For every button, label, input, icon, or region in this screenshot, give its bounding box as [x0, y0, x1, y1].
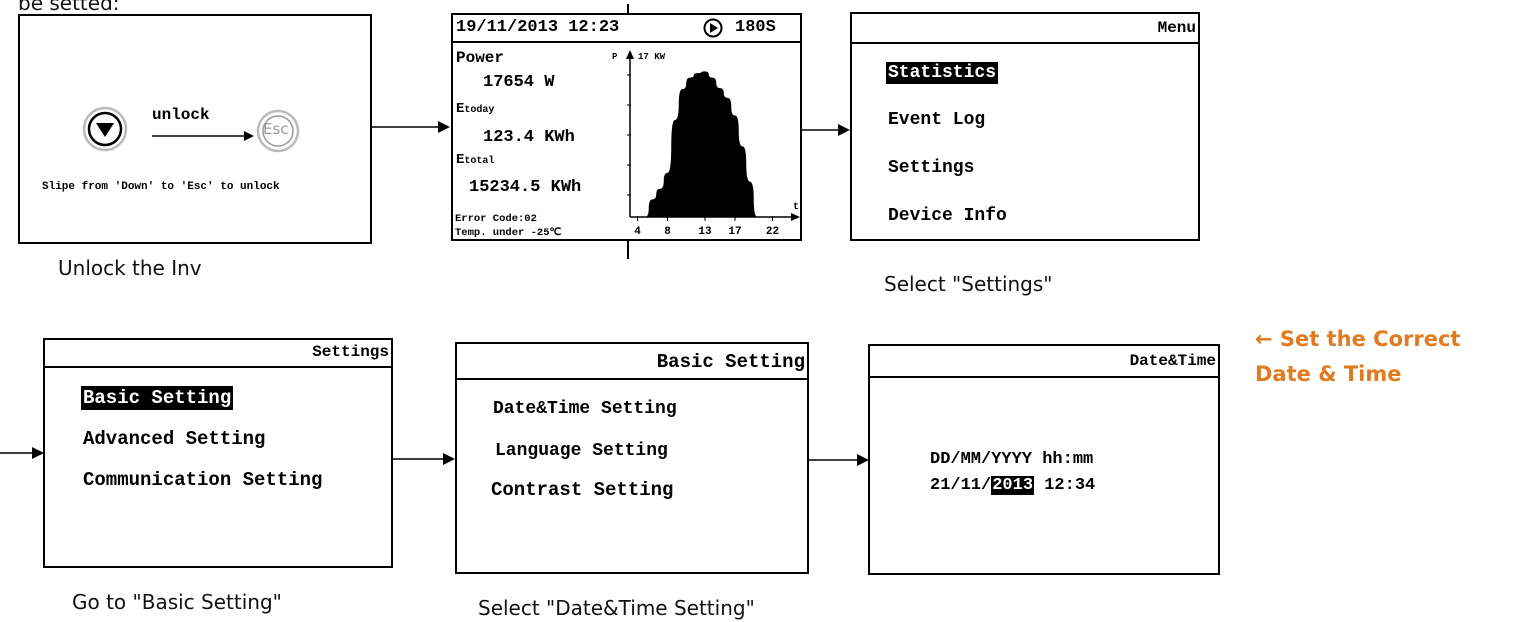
datetime-display: 19/11/2013 12:23	[456, 18, 620, 37]
etoday-label: Etoday	[456, 101, 495, 117]
menu-caption: Select "Settings"	[884, 272, 1053, 296]
unlock-screen: unlock Esc Slipe from 'Down' to 'Esc' to…	[18, 14, 372, 244]
power-label: Power	[456, 49, 505, 67]
settings-title: Settings	[312, 343, 389, 361]
x-axis-label: t	[793, 202, 799, 213]
settings-item-advanced[interactable]: Advanced Setting	[83, 428, 266, 450]
basic-item-datetime[interactable]: Date&Time Setting	[493, 399, 677, 419]
unlock-label: unlock	[152, 106, 210, 124]
error-code: Error Code:02	[455, 213, 537, 225]
x-tick-label: 17	[728, 226, 741, 238]
menu-item-event-log[interactable]: Event Log	[888, 110, 986, 130]
set-datetime-note: ← Set the Correct Date & Time	[1255, 322, 1460, 392]
esc-key-label: Esc	[263, 120, 289, 138]
menu-screen: Menu Statistics Event Log Settings Devic…	[850, 12, 1200, 241]
temperature-status: Temp. under -25℃	[455, 227, 562, 239]
basic-title: Basic Setting	[656, 351, 805, 373]
x-axis-arrowhead	[791, 213, 800, 221]
y-axis-label: P	[612, 52, 618, 62]
flow-arrow-3	[0, 447, 44, 459]
menu-item-settings[interactable]: Settings	[888, 158, 975, 178]
axis-tick-above	[627, 4, 629, 13]
x-tick-label: 8	[664, 226, 671, 238]
datetime-screen: Date&Time DD/MM/YYYY hh:mm 21/11/2013 12…	[868, 344, 1220, 575]
down-key-icon	[82, 106, 128, 152]
esc-key-icon	[256, 109, 300, 153]
note-line-2: Date & Time	[1255, 362, 1402, 386]
datetime-value-prefix: 21/11/	[930, 476, 992, 495]
x-tick-label: 13	[698, 226, 712, 238]
datetime-format: DD/MM/YYYY hh:mm	[930, 450, 1094, 469]
datetime-title-bar: Date&Time	[870, 346, 1218, 378]
play-icon	[703, 18, 723, 38]
etoday-value: 123.4 KWh	[483, 128, 575, 147]
main-header: 19/11/2013 12:23 180S	[453, 15, 800, 43]
basic-caption: Select "Date&Time Setting"	[478, 596, 755, 620]
top-text: be setted:	[18, 0, 120, 15]
power-value: 17654 W	[483, 73, 555, 92]
flow-arrow-5	[809, 454, 869, 466]
timer-display: 180S	[735, 18, 776, 37]
settings-title-bar: Settings	[45, 340, 391, 368]
x-tick-label: 22	[766, 226, 779, 238]
settings-item-basic[interactable]: Basic Setting	[81, 386, 234, 410]
unlock-caption: Unlock the Inv	[58, 256, 202, 280]
unlock-hint: Slipe from 'Down' to 'Esc' to unlock	[42, 181, 280, 193]
basic-title-bar: Basic Setting	[457, 344, 807, 380]
basic-item-language[interactable]: Language Setting	[495, 441, 668, 461]
menu-item-device-info[interactable]: Device Info	[888, 206, 1007, 226]
note-line-1: ← Set the Correct	[1255, 327, 1461, 351]
datetime-title: Date&Time	[1129, 352, 1216, 370]
main-display-screen: 19/11/2013 12:23 180S Power 17654 W Etod…	[451, 13, 802, 241]
menu-title-bar: Menu	[852, 14, 1198, 44]
datetime-year-field[interactable]: 2013	[991, 476, 1035, 495]
flow-arrow-2	[802, 124, 850, 136]
axis-tick-below	[627, 241, 629, 259]
unlock-arrow	[152, 131, 254, 141]
x-tick-label: 4	[634, 226, 641, 238]
datetime-value-suffix: 12:34	[1034, 476, 1096, 495]
basic-setting-screen: Basic Setting Date&Time Setting Language…	[455, 342, 809, 574]
y-axis-arrowhead	[626, 50, 634, 59]
power-chart: P 17 KW t 4 8 13 17 22	[612, 50, 800, 238]
flow-arrow-1	[372, 121, 450, 133]
flow-arrow-4	[393, 453, 455, 465]
settings-screen: Settings Basic Setting Advanced Setting …	[43, 338, 393, 568]
basic-item-contrast[interactable]: Contrast Setting	[491, 479, 674, 501]
power-area	[645, 71, 758, 217]
menu-item-statistics[interactable]: Statistics	[886, 62, 999, 84]
datetime-value[interactable]: 21/11/2013 12:34	[930, 476, 1095, 495]
settings-item-communication[interactable]: Communication Setting	[83, 469, 323, 491]
settings-caption: Go to "Basic Setting"	[72, 590, 282, 614]
etotal-label: Etotal	[456, 152, 495, 168]
etotal-value: 15234.5 KWh	[469, 178, 582, 197]
menu-title: Menu	[1157, 19, 1196, 37]
y-max-label: 17 KW	[638, 52, 666, 62]
